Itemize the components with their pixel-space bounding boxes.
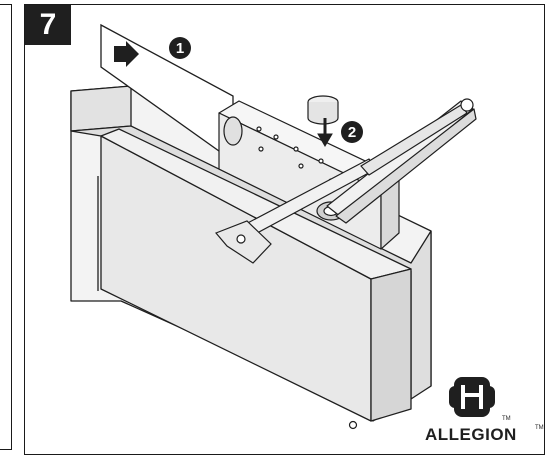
step-number-badge: 7 — [25, 5, 71, 45]
allegion-logo-icon — [449, 377, 495, 417]
allegion-brand: TM ALLEGION TM — [425, 375, 544, 450]
brand-trademark: TM — [535, 425, 544, 431]
pinion-cap — [307, 95, 339, 125]
arm-shoe-bracket — [214, 220, 272, 264]
door-leaf — [97, 128, 412, 422]
callout-1: 1 — [169, 37, 191, 59]
step-panel: 7 — [24, 4, 545, 455]
logo-trademark: TM — [502, 416, 511, 422]
previous-step-panel-edge — [0, 4, 12, 450]
brand-name: ALLEGION — [425, 425, 517, 444]
closer-arm — [222, 98, 477, 247]
arrow-right-icon — [114, 41, 139, 67]
arrow-down-icon — [317, 118, 333, 147]
door-closer-installation-illustration — [70, 23, 477, 430]
floor-pivot — [348, 420, 358, 430]
callout-2: 2 — [341, 121, 363, 143]
